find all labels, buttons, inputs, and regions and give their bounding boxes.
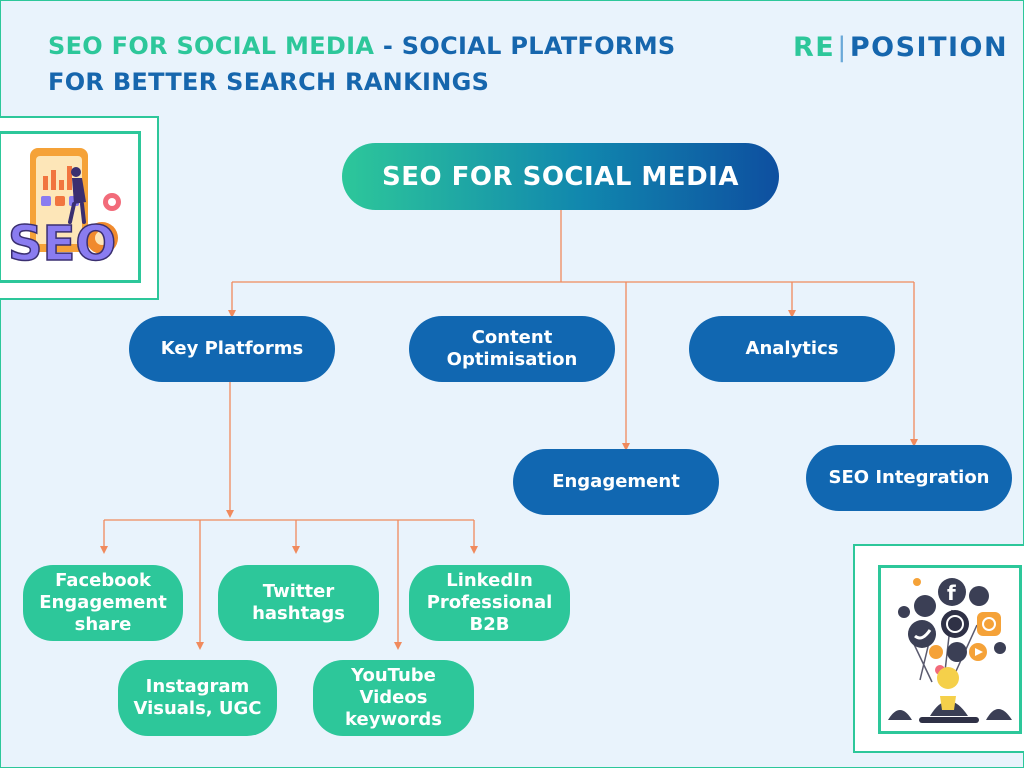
node-youtube: YouTube Videos keywords — [313, 660, 474, 736]
plant-icon — [888, 710, 912, 720]
plant-icon — [986, 709, 1012, 720]
node-facebook: Facebook Engagement share — [23, 565, 183, 641]
twitter-icon — [908, 620, 936, 648]
social-media-illustration: f — [888, 578, 1012, 723]
gear-icon — [86, 222, 118, 254]
seo-illustration: SEO — [8, 148, 121, 272]
svg-text:f: f — [947, 581, 956, 605]
title-line-2: FOR BETTER SEARCH RANKINGS — [48, 68, 490, 96]
heart-icon — [929, 645, 943, 659]
node-seo-integration: SEO Integration — [806, 445, 1012, 511]
node-analytics: Analytics — [689, 316, 895, 382]
gear-icon — [103, 193, 121, 211]
person-icon — [937, 667, 959, 689]
node-key-platforms: Key Platforms — [129, 316, 335, 382]
node-twitter: Twitter hashtags — [218, 565, 379, 641]
tiktok-icon — [969, 586, 989, 606]
chat-icon — [914, 595, 936, 617]
linkedin-icon — [947, 642, 967, 662]
whatsapp-icon — [941, 610, 969, 638]
location-icon — [994, 642, 1006, 654]
node-content-optimisation: Content Optimisation — [409, 316, 615, 382]
node-instagram: Instagram Visuals, UGC — [118, 660, 277, 736]
instagram-icon — [977, 612, 1001, 636]
facebook-icon — [938, 578, 966, 606]
logo-right: POSITION — [849, 32, 1009, 63]
seo-letters-icon: SEO — [8, 216, 116, 272]
like-icon — [898, 606, 910, 618]
title-highlight: SEO FOR SOCIAL MEDIA — [48, 32, 375, 60]
root-node: SEO FOR SOCIAL MEDIA — [342, 143, 779, 210]
person-icon — [71, 167, 81, 177]
node-engagement: Engagement — [513, 449, 719, 515]
bar-chart-icon — [43, 166, 72, 190]
brand-logo: RE|POSITION — [793, 32, 1008, 63]
logo-separator: | — [837, 32, 848, 63]
title-rest: - SOCIAL PLATFORMS — [374, 32, 676, 60]
page-title: SEO FOR SOCIAL MEDIA - SOCIAL PLATFORMS … — [48, 28, 675, 100]
node-linkedin: LinkedIn Professional B2B — [409, 565, 570, 641]
logo-left: RE — [793, 32, 836, 63]
